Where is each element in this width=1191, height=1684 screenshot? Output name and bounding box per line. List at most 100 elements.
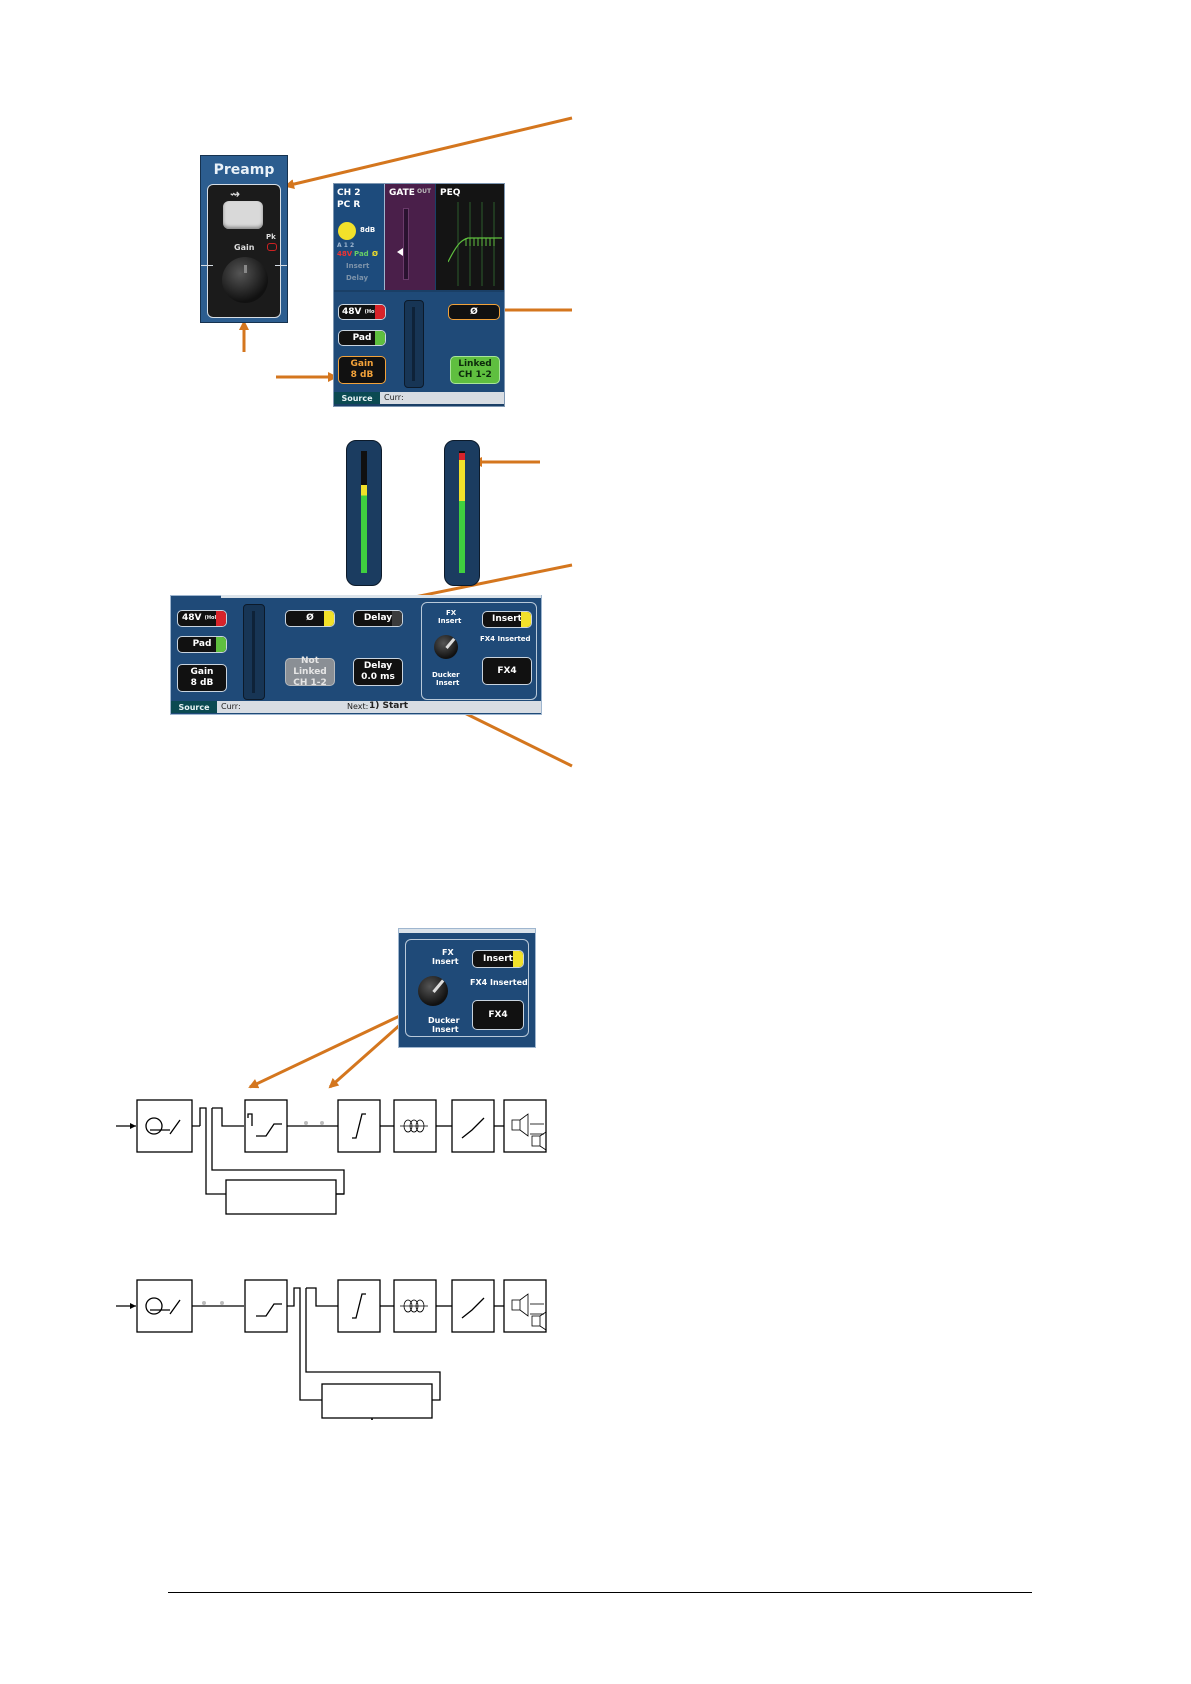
strip-fx-insert-1: FX: [446, 609, 457, 617]
strip-insert-box: FX Insert Ducker Insert Insert FX4 Inser…: [421, 602, 537, 700]
zoom-insert-button[interactable]: Insert: [472, 950, 524, 968]
linked-label-1: Linked: [458, 359, 492, 369]
strip-phantom-led: [216, 611, 226, 626]
strip-knob-pointer: [445, 637, 456, 649]
gain-knob[interactable]: [222, 257, 268, 303]
gain-button-value: 8 dB: [350, 370, 374, 380]
meter-left-fill: [361, 485, 367, 573]
preamp-panel: Preamp ⇝ Gain Pk: [200, 155, 288, 323]
strip-insert-led: [521, 612, 531, 627]
footer-rule: [168, 1592, 1032, 1593]
insert-zoom-panel: FX Insert Ducker Insert Insert FX4 Inser…: [398, 928, 536, 1048]
zoom-fx4-button[interactable]: FX4: [472, 1000, 524, 1030]
input-meter-track: [412, 307, 415, 381]
strip-phase-button[interactable]: Ø: [285, 610, 335, 627]
gain-small: 8dB: [360, 226, 376, 234]
zoom-ducker-2: Insert: [432, 1025, 459, 1034]
strip-delayval-1: Delay: [363, 661, 393, 671]
strip-insert-knob[interactable]: [434, 635, 458, 659]
strip-status-next-scene: 1) Start: [369, 701, 409, 711]
zoom-fx-inserted: FX4 Inserted: [470, 978, 528, 987]
comp-block: [451, 1099, 495, 1153]
strip-pad-button[interactable]: Pad: [177, 636, 227, 653]
peq-label: PEQ: [440, 188, 461, 198]
strip-pad-label: Pad: [192, 639, 212, 649]
ab-label: A 1 2: [337, 242, 355, 249]
gate-threshold-bar: [403, 208, 409, 280]
strip-phase-led: [324, 611, 334, 626]
pad-small: Pad: [354, 250, 369, 258]
phantom-48v-button[interactable]: 48V (Hold): [338, 304, 386, 320]
hpf-block: [244, 1099, 288, 1153]
strip-insert-button[interactable]: Insert: [482, 611, 532, 628]
preamp-title: Preamp: [213, 162, 275, 178]
pad-label: Pad: [352, 332, 372, 343]
strip-fx4-button[interactable]: FX4: [482, 657, 532, 685]
preamp-rail-right: [275, 265, 287, 266]
strip-insert-label: Insert: [492, 614, 522, 624]
gain-label: Gain: [234, 243, 255, 252]
preamp-block: [136, 1099, 193, 1153]
zoom-insert-led: [513, 951, 523, 967]
strip-status-curr: Curr:: [221, 702, 241, 711]
meter-right-fill: [459, 453, 465, 573]
usb-port[interactable]: [223, 201, 263, 229]
preamp-block-2: [136, 1279, 193, 1333]
zoom-insert-knob[interactable]: [418, 976, 448, 1006]
preamp-rail-left: [201, 265, 213, 266]
strip-ducker-1: Ducker: [432, 671, 460, 679]
status-bar: Curr:: [380, 392, 504, 404]
channel-info[interactable]: CH 2 PC R 8dB A 1 2 48V Pad Ø Insert Del…: [334, 184, 385, 290]
strip-48v-button[interactable]: 48V (Hold): [177, 610, 227, 627]
strip-source-tab[interactable]: Source: [171, 701, 217, 713]
strip-gain-value: 8 dB: [190, 678, 214, 688]
gate-threshold-marker[interactable]: [397, 248, 403, 256]
insert-small: Insert: [346, 262, 370, 270]
peq-section[interactable]: PEQ: [436, 184, 504, 290]
strip-delay-button[interactable]: Delay: [353, 610, 403, 627]
phantom-48v-hold: (Hold): [364, 308, 383, 315]
phase-button[interactable]: Ø: [448, 304, 500, 320]
insert-zoom-topline: [399, 929, 535, 933]
strip-status-next: Next:: [347, 702, 369, 711]
arrow-insert-1: [248, 1010, 409, 1089]
pk-label: Pk: [266, 233, 276, 241]
gate-state: OUT: [417, 188, 432, 195]
source-tab[interactable]: Source: [334, 392, 380, 404]
gate-section[interactable]: GATE OUT: [385, 184, 435, 290]
strip-gain-label: Gain: [190, 667, 214, 677]
gain-knob-icon: [338, 222, 356, 240]
zoom-knob-pointer: [432, 979, 445, 993]
strip-notlinked-1: Not Linked: [293, 655, 327, 677]
source-strip-topline: [221, 595, 541, 598]
strip-delayval-2: 0.0 ms: [361, 672, 395, 682]
meter-left-track: [361, 451, 367, 573]
signal-flow-fx-insert: [116, 1099, 547, 1215]
pad-button[interactable]: Pad: [338, 330, 386, 346]
strip-fx-insert-2: Insert: [438, 617, 462, 625]
strip-delay-led: [392, 611, 402, 626]
strip-status-bar: Curr: Next: 1) Start: [217, 701, 541, 713]
arrow-preamp: [284, 116, 573, 190]
phantom-48v-label: 48V: [341, 306, 362, 317]
strip-phase-label: Ø: [306, 613, 314, 623]
strip-ducker-2: Insert: [436, 679, 460, 687]
hpf-block-2: [244, 1279, 288, 1333]
usb-icon: ⇝: [230, 187, 241, 201]
channel-screen: CH 2 PC R 8dB A 1 2 48V Pad Ø Insert Del…: [333, 183, 505, 407]
preamp-face: ⇝ Gain Pk: [201, 184, 287, 318]
input-meter: [404, 300, 424, 388]
strip-input-meter: [243, 604, 265, 700]
fx-block: [225, 1179, 337, 1215]
insert-zoom-box: FX Insert Ducker Insert Insert FX4 Inser…: [405, 939, 529, 1037]
delay-small: Delay: [346, 274, 369, 282]
gain-button-label: Gain: [350, 359, 374, 369]
pk-led: [267, 243, 277, 251]
meter-right-track: [459, 451, 465, 573]
